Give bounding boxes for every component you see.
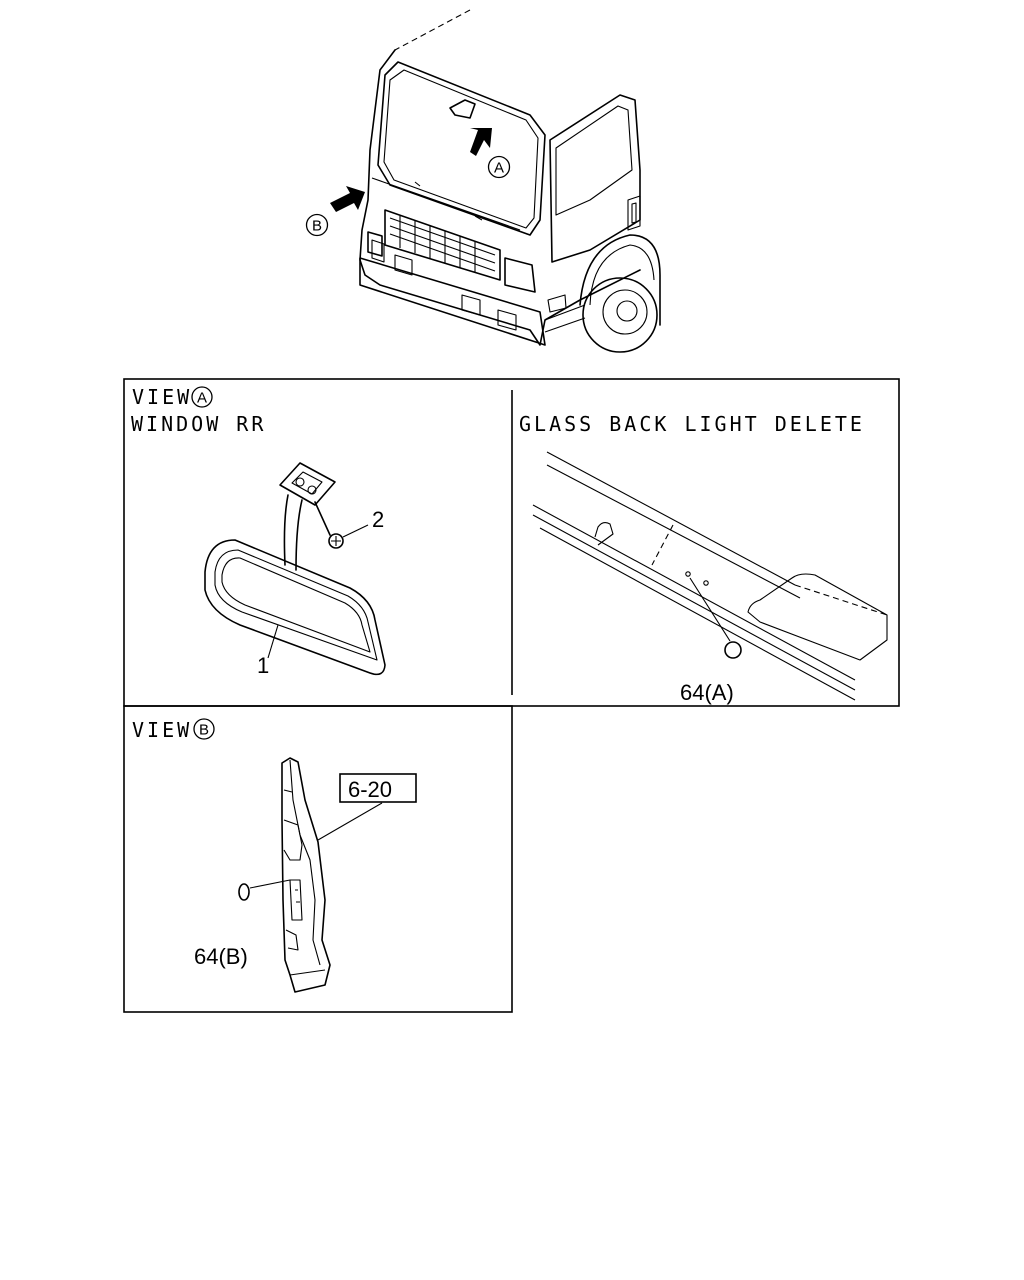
view-b-panel: VIEW B 6-20 64(B) bbox=[132, 718, 417, 993]
view-b-panel-frame bbox=[123, 705, 513, 1013]
view-b-title-marker-circle bbox=[193, 718, 215, 740]
callout-1: 1 bbox=[257, 653, 269, 678]
glass-back-light-panel: GLASS BACK LIGHT DELETE 64(A) bbox=[519, 412, 888, 705]
callout-2: 2 bbox=[372, 507, 384, 532]
rail-upper-edge bbox=[546, 451, 796, 586]
mirror-bracket bbox=[279, 462, 336, 506]
plug-64a bbox=[724, 641, 742, 659]
rear-view-mirror bbox=[204, 539, 386, 676]
plug-64b bbox=[238, 883, 250, 901]
view-b-title-marker: B bbox=[199, 722, 209, 739]
view-a-title-marker-circle bbox=[191, 386, 213, 408]
ref-box-label: 6-20 bbox=[348, 777, 392, 802]
ref-box-6-20 bbox=[339, 773, 417, 803]
ref-box-leader bbox=[317, 802, 383, 841]
callout-64a: 64(A) bbox=[680, 680, 734, 705]
view-a-panel: VIEW A WINDOW RR 2 1 bbox=[131, 385, 386, 678]
view-b-marker-label: B bbox=[312, 218, 322, 235]
plug-b-leader bbox=[249, 879, 291, 889]
callout-64b: 64(B) bbox=[194, 944, 248, 969]
truck-cab-illustration bbox=[359, 9, 661, 353]
cab-pillar bbox=[281, 757, 331, 993]
view-a-arrow: A bbox=[470, 128, 511, 179]
glass-insert bbox=[747, 573, 888, 661]
view-b-marker-circle bbox=[305, 213, 329, 237]
callout-2-leader bbox=[342, 524, 369, 538]
callout-1-leader bbox=[267, 624, 279, 659]
view-a-marker-label: A bbox=[494, 160, 504, 177]
view-b-arrow: B bbox=[305, 186, 365, 237]
view-b-title: VIEW bbox=[132, 718, 192, 742]
view-a-marker-circle bbox=[487, 155, 511, 179]
hole-1 bbox=[685, 571, 691, 577]
plug-a-leader bbox=[689, 577, 731, 642]
hole-2 bbox=[703, 580, 709, 586]
mirror-screw bbox=[314, 501, 344, 549]
view-a-subtitle: WINDOW RR bbox=[131, 412, 266, 436]
glass-panel-title: GLASS BACK LIGHT DELETE bbox=[519, 412, 865, 436]
view-a-title-marker: A bbox=[197, 390, 207, 407]
view-a-title: VIEW bbox=[132, 385, 192, 409]
